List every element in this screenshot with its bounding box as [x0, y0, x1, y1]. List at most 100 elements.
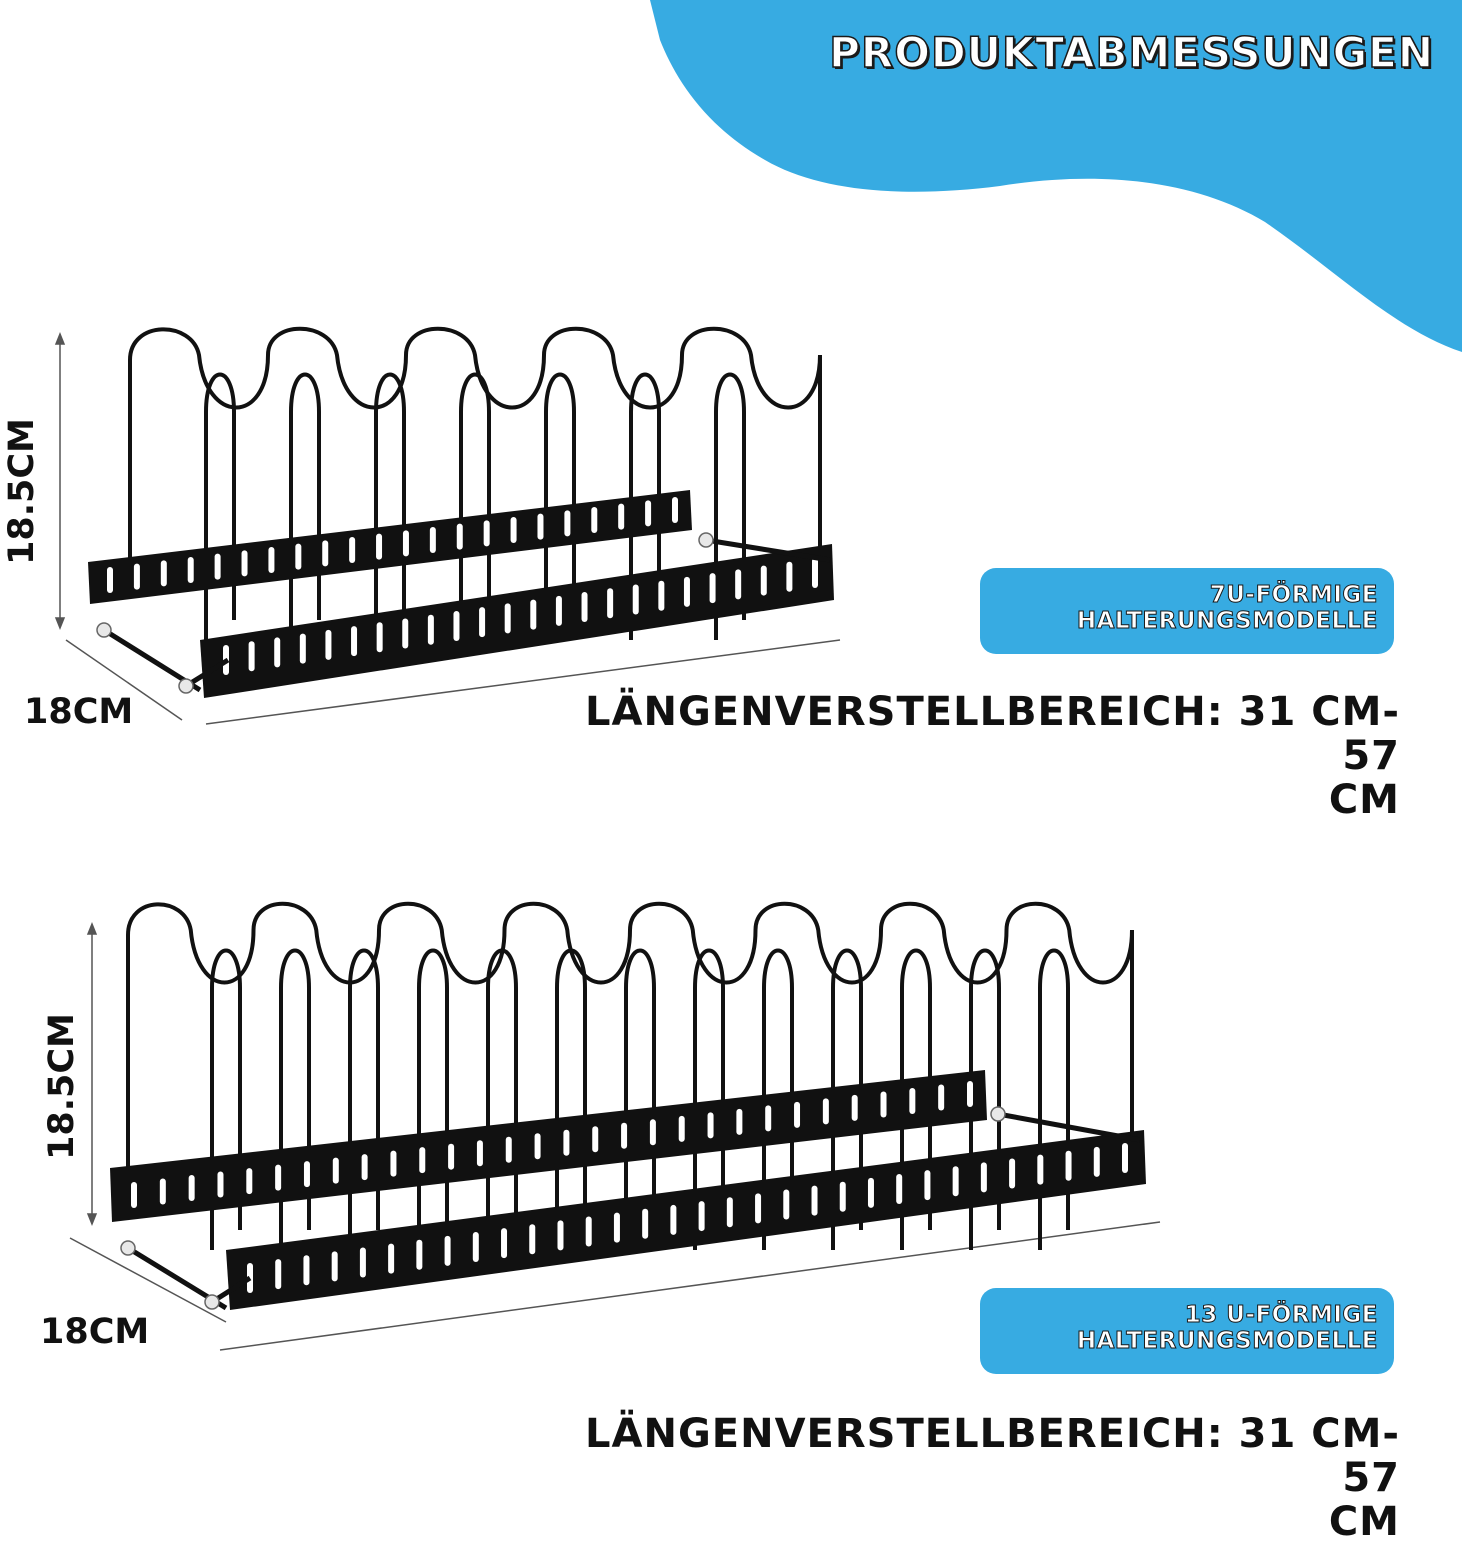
holder-wire [762, 948, 794, 1250]
rail-slot [402, 530, 409, 557]
rod-end-cap [178, 678, 194, 694]
rail-slot [1065, 1150, 1072, 1181]
rail-slot [632, 584, 639, 615]
holder-wire-back [128, 326, 822, 560]
rail-slot [349, 537, 356, 563]
model-badge-line1: 13 U-FÖRMIGE [1184, 1302, 1378, 1329]
rail-slot [453, 610, 460, 641]
rail-slot [581, 592, 588, 623]
rail-slot [530, 599, 537, 630]
rail-slot [658, 580, 665, 611]
rail-slot [980, 1162, 987, 1193]
rail-slot [388, 1243, 395, 1274]
rail-slot [537, 513, 544, 540]
rail-slot [107, 567, 113, 593]
rail-slot [419, 1147, 426, 1174]
dimension-arrows [69, 921, 1161, 1351]
model-badge-7u: 7U-FÖRMIGE HALTERUNGSMODELLE [980, 568, 1394, 654]
side-rod [705, 537, 831, 563]
rail-slot [299, 633, 306, 664]
holder-wire [348, 948, 380, 1250]
rail-slot [322, 540, 329, 567]
rail-slot [160, 560, 167, 587]
holder-wire [279, 948, 311, 1250]
rail-slot [909, 1087, 916, 1114]
rail-slot [726, 1197, 733, 1228]
rail-slot [555, 595, 562, 626]
rail-slot [867, 1177, 874, 1208]
slotted-base-frame [110, 1070, 1146, 1311]
rail-slot [938, 1084, 945, 1111]
rail-slot [416, 1239, 423, 1270]
rail-slot [592, 1126, 599, 1153]
holder-wire [969, 948, 1001, 1250]
holder-wire [459, 372, 491, 640]
slotted-base-frame [88, 490, 834, 698]
rail-slot [952, 1166, 959, 1197]
rail-slot [607, 588, 614, 619]
rail-slot [241, 550, 248, 577]
holder-wire [624, 948, 656, 1250]
rail-slot [429, 527, 436, 553]
rail-slot [564, 510, 571, 537]
rail-slot [331, 1251, 338, 1282]
model-badge-line1: 7U-FÖRMIGE [1209, 582, 1378, 609]
rail-slot [505, 1136, 512, 1163]
rail-slot [760, 565, 767, 596]
rail-slot [274, 637, 281, 668]
rail-slot [268, 547, 275, 573]
rail-slot [678, 1115, 685, 1142]
rail-slot [735, 569, 742, 600]
holder-wire [1038, 948, 1070, 1250]
holder-wire [417, 948, 449, 1250]
holder-wire [555, 948, 587, 1250]
rail-slot [755, 1193, 762, 1224]
u-shaped-holders [128, 326, 822, 640]
rail-slot [1122, 1143, 1128, 1173]
rack-illustration-13u [69, 901, 1161, 1351]
rail-slot [187, 557, 194, 583]
rail-slot [188, 1175, 195, 1202]
height-dimension-label: 18.5CM [42, 1013, 82, 1160]
rail-slot [613, 1212, 620, 1243]
rail-slot [504, 603, 511, 634]
depth-dimension-label: 18CM [40, 1312, 150, 1352]
rail-slot [683, 576, 690, 607]
rod-end-cap [698, 532, 714, 548]
rail-slot [376, 533, 383, 560]
rail-slot [472, 1232, 479, 1263]
rail-slot [896, 1173, 903, 1204]
rail-slot [402, 618, 409, 649]
model-badge-13u: 13 U-FÖRMIGE HALTERUNGSMODELLE [980, 1288, 1394, 1374]
rail-slot [444, 1235, 451, 1266]
holder-wire [544, 372, 576, 640]
side-rod [997, 1111, 1141, 1143]
rail-slot [585, 1216, 592, 1247]
rail-slot [642, 1208, 649, 1239]
rail-slot [924, 1170, 931, 1201]
holder-wire [900, 948, 932, 1250]
side-rod [184, 657, 230, 689]
rail-slot [557, 1220, 564, 1251]
holder-wire [289, 372, 321, 640]
rail-slot [670, 1204, 677, 1235]
rail-slot [765, 1105, 772, 1132]
holder-wire [486, 948, 518, 1250]
rod-end-cap [96, 622, 112, 638]
rail-slot [332, 1157, 339, 1184]
rail-slot [621, 1122, 628, 1149]
holder-wire [374, 372, 406, 640]
rail-slot [248, 641, 255, 672]
rail-slot [325, 629, 332, 660]
model-badge-line2: HALTERUNGSMODELLE [1076, 608, 1378, 635]
rail-slot [736, 1108, 743, 1135]
holder-wire [629, 372, 661, 640]
rail-slot [361, 1154, 368, 1181]
rail-slot [880, 1091, 887, 1118]
rail-slot [822, 1098, 829, 1125]
rail-slot [783, 1189, 790, 1220]
back-rail [88, 490, 692, 604]
rail-slot [839, 1181, 846, 1212]
rail-slot [448, 1143, 455, 1170]
rail-slot [563, 1129, 570, 1156]
